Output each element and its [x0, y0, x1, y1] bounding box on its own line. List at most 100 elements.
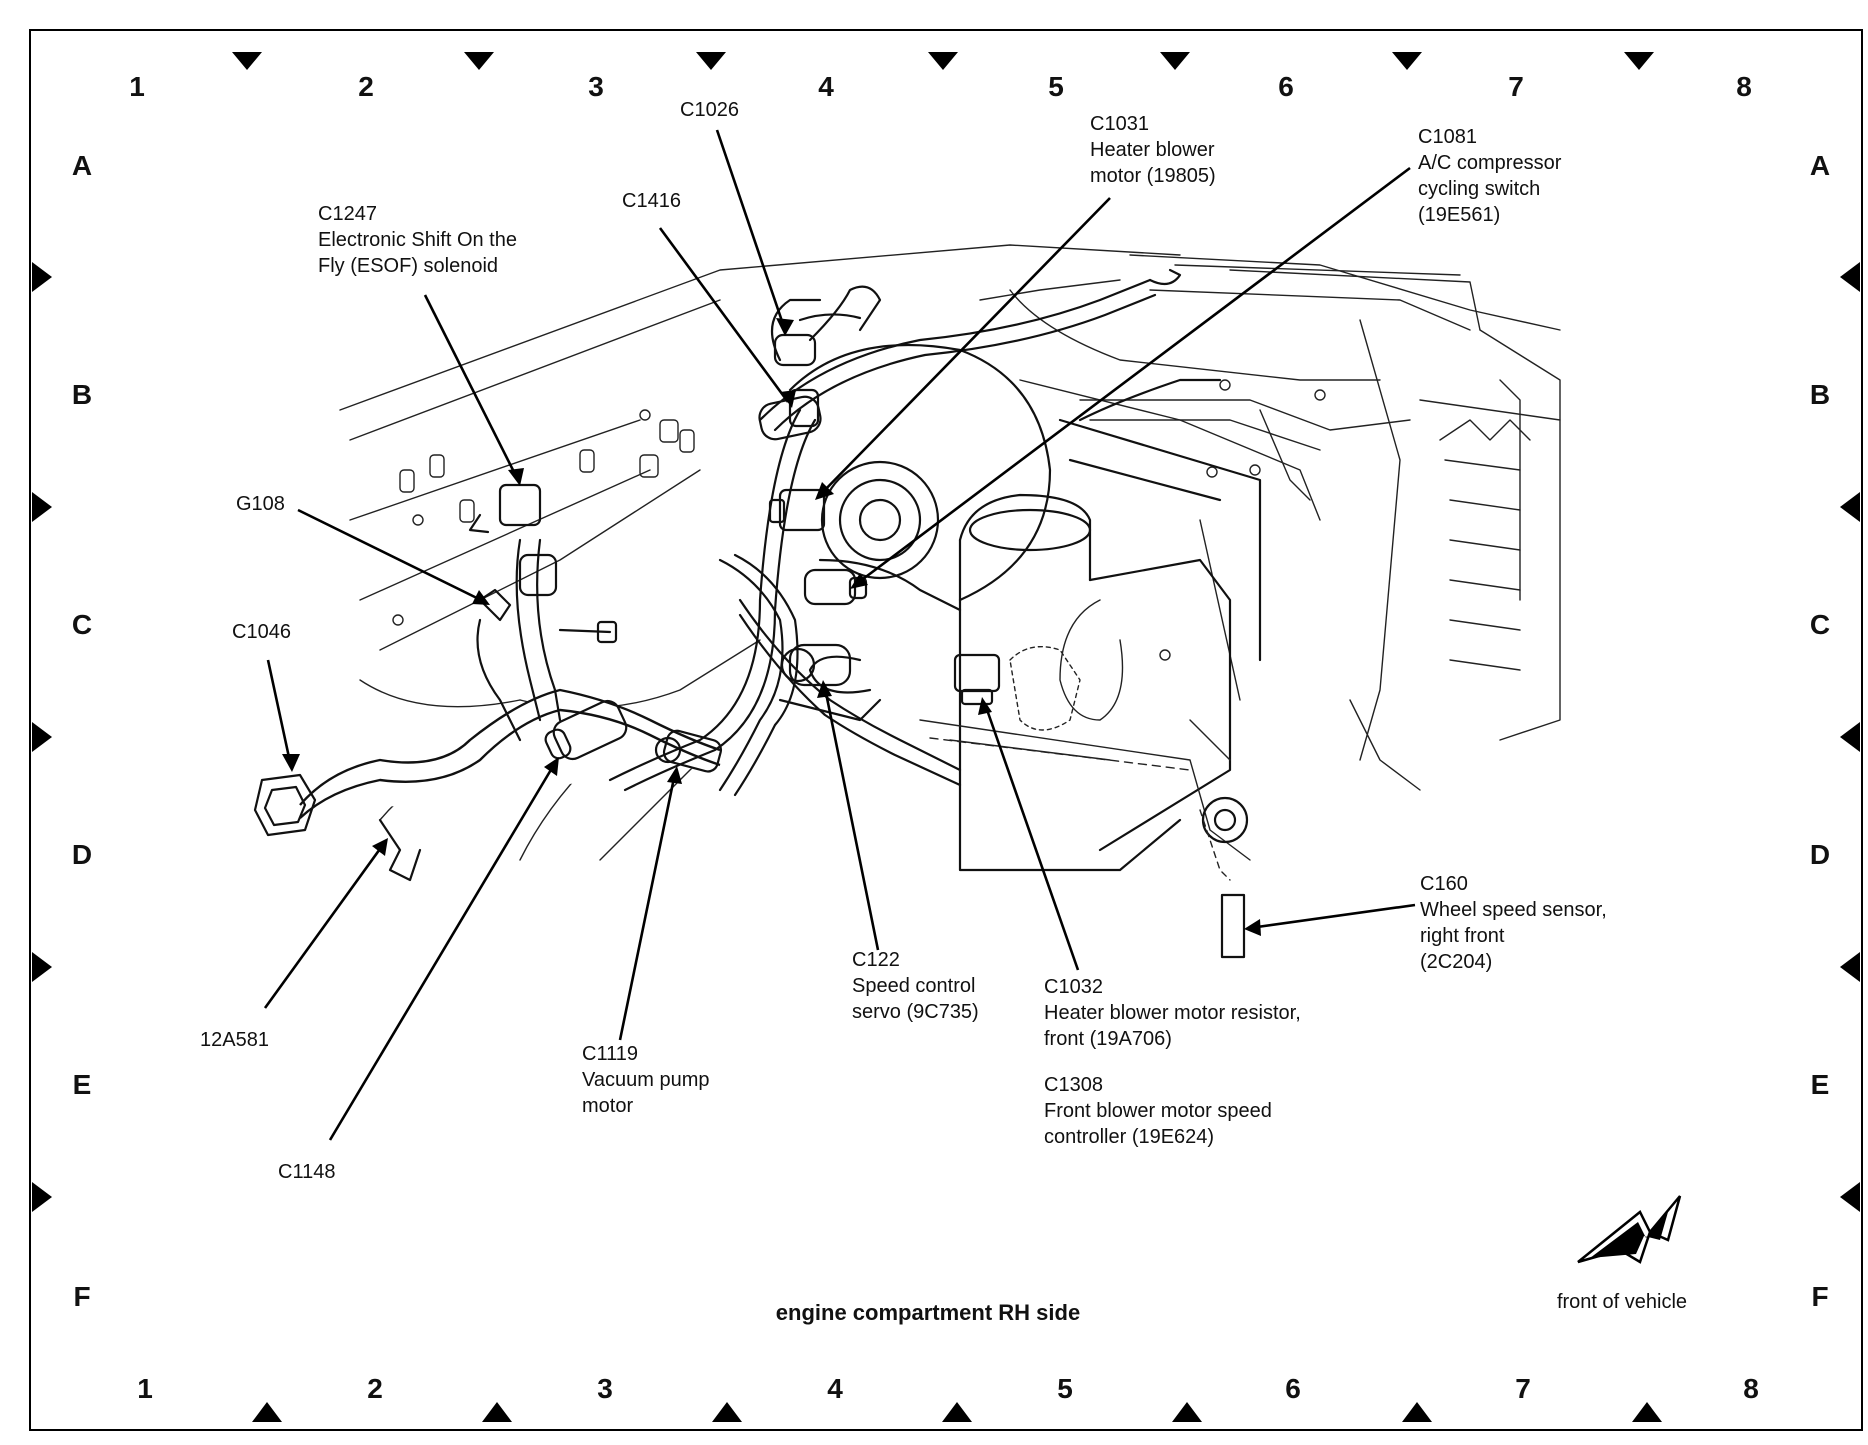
callout-c1031-line-2: motor (19805) [1090, 165, 1216, 187]
grid-row-right-E: E [1811, 1069, 1830, 1100]
grid-col-bottom-7: 7 [1515, 1373, 1531, 1404]
connector-c1046 [253, 773, 317, 837]
callout-g108: G108 [236, 493, 285, 515]
grid-col-top-4: 4 [818, 71, 834, 102]
callout-c122-line-1: Speed control [852, 975, 975, 997]
grid-col-bottom-6: 6 [1285, 1373, 1301, 1404]
callout-12a581-line-0: 12A581 [200, 1029, 269, 1051]
diagram-title: engine compartment RH side [776, 1300, 1080, 1325]
callout-c1247-line-2: Fly (ESOF) solenoid [318, 255, 498, 277]
grid-ticks-left [32, 262, 52, 1212]
callout-c160-line-0: C160 [1420, 873, 1468, 895]
grid-col-bottom-2: 2 [367, 1373, 383, 1404]
sensor-c160 [929, 737, 1246, 959]
grid-row-right-D: D [1810, 839, 1830, 870]
callout-c1148: C1148 [278, 1161, 335, 1183]
grid-row-left-C: C [72, 609, 92, 640]
vehicle-body-outline [339, 244, 1561, 861]
grid-row-left-E: E [73, 1069, 92, 1100]
connector-c1026 [773, 285, 882, 367]
callout-c160-line-2: right front [1420, 925, 1505, 947]
callout-c1032-line-2: front (19A706) [1044, 1028, 1172, 1050]
callout-12a581: 12A581 [200, 1029, 269, 1051]
front-of-vehicle-arrow [1577, 1195, 1682, 1264]
grid-row-left-D: D [72, 839, 92, 870]
connector-c1119 [654, 729, 723, 773]
connector-c1148 [544, 699, 628, 761]
grid-col-top-5: 5 [1048, 71, 1064, 102]
grid-row-left-B: B [72, 379, 92, 410]
grid-col-bottom-5: 5 [1057, 1373, 1073, 1404]
callout-c1416-line-0: C1416 [622, 190, 681, 212]
callout-c1081-line-2: cycling switch [1418, 178, 1540, 200]
grid-row-right-F: F [1811, 1281, 1828, 1312]
callout-c1148-line-0: C1148 [278, 1161, 335, 1183]
callout-c1119-line-0: C1119 [582, 1043, 638, 1065]
callout-c1046-line-0: C1046 [232, 621, 291, 643]
callout-c1119-line-2: motor [582, 1095, 633, 1117]
callout-c1032-line-0: C1032 [1044, 976, 1103, 998]
grid-row-left-F: F [73, 1281, 90, 1312]
grid-ticks-right [1840, 262, 1860, 1212]
grid-col-top-1: 1 [129, 71, 145, 102]
callout-c1119-line-1: Vacuum pump [582, 1069, 709, 1091]
callout-c1081-line-1: A/C compressor [1418, 152, 1562, 174]
connector-c1031 [768, 488, 826, 532]
callout-c160-line-3: (2C204) [1420, 951, 1492, 973]
grid-col-top-7: 7 [1508, 71, 1524, 102]
callout-c1416: C1416 [622, 190, 681, 212]
callout-c1081-line-3: (19E561) [1418, 204, 1500, 226]
callout-c1308-line-1: Front blower motor speed [1044, 1100, 1272, 1122]
grid-col-top-3: 3 [588, 71, 604, 102]
callout-c1032-line-1: Heater blower motor resistor, [1044, 1002, 1301, 1024]
callout-c122-line-0: C122 [852, 949, 900, 971]
front-of-vehicle-label: front of vehicle [1557, 1291, 1687, 1313]
connector-c1032 [953, 646, 1081, 731]
grid-row-right-B: B [1810, 379, 1830, 410]
body-rivets [392, 379, 1326, 661]
callout-g108-line-0: G108 [236, 493, 285, 515]
grid-ticks-top [232, 52, 1654, 70]
connector-c122 [780, 643, 852, 687]
callout-c1031-line-1: Heater blower [1090, 139, 1215, 161]
callout-c1247-line-0: C1247 [318, 203, 377, 225]
grid-ticks-bottom [252, 1402, 1662, 1422]
callout-c1081-line-0: C1081 [1418, 126, 1477, 148]
grid-col-bottom-8: 8 [1743, 1373, 1759, 1404]
callout-c1026-line-0: C1026 [680, 99, 739, 121]
grid-col-top-8: 8 [1736, 71, 1752, 102]
callout-c1247-line-1: Electronic Shift On the [318, 229, 517, 251]
grid-col-top-2: 2 [358, 71, 374, 102]
callout-c1026: C1026 [680, 99, 739, 121]
grid-col-bottom-4: 4 [827, 1373, 843, 1404]
connector-c1247 [468, 483, 558, 597]
callout-c1031-line-0: C1031 [1090, 113, 1149, 135]
blower-motor-housing [788, 344, 1052, 602]
callout-c1308-line-2: controller (19E624) [1044, 1126, 1214, 1148]
wire-harness [299, 268, 1222, 882]
diagram-frame [29, 29, 1863, 1431]
grid-col-bottom-3: 3 [597, 1373, 613, 1404]
grid-row-right-A: A [1810, 150, 1830, 181]
callout-c122-line-2: servo (9C735) [852, 1001, 979, 1023]
grid-row-right-C: C [1810, 609, 1830, 640]
callout-leaders [263, 129, 1416, 1141]
grid-col-top-6: 6 [1278, 71, 1294, 102]
callout-c1046: C1046 [232, 621, 291, 643]
grid-col-bottom-1: 1 [137, 1373, 153, 1404]
callout-c1308-line-0: C1308 [1044, 1074, 1103, 1096]
grid-row-left-A: A [72, 150, 92, 181]
ground-g108 [478, 588, 618, 644]
